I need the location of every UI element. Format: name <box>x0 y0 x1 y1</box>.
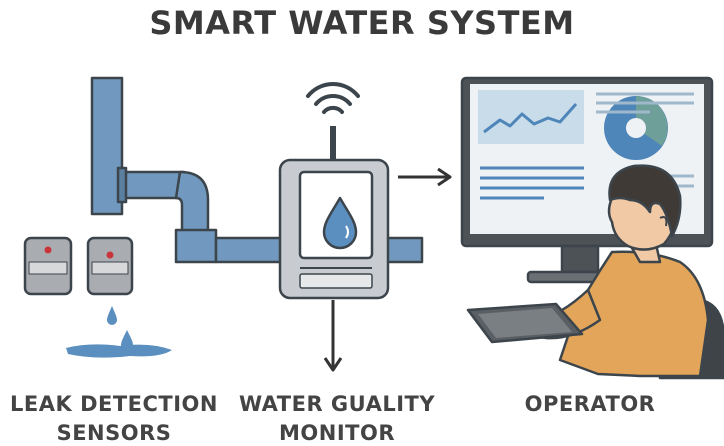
water-leak-drops <box>66 306 172 358</box>
water-pipe <box>90 76 424 264</box>
leak-sensor <box>23 236 73 296</box>
computer-monitor <box>460 76 714 284</box>
leak-sensor <box>86 236 134 296</box>
label-line: LEAK DETECTION <box>10 392 218 416</box>
label-line: SENSORS <box>56 421 172 445</box>
line-chart-widget <box>478 90 584 144</box>
water-quality-monitor-label: WATER GUALITY MONITOR <box>228 390 446 446</box>
page-title: SMART WATER SYSTEM <box>149 4 575 42</box>
arrow-down-icon <box>323 300 343 372</box>
operator-label: OPERATOR <box>524 392 656 416</box>
wifi-icon <box>306 82 360 114</box>
label-line: MONITOR <box>279 421 395 445</box>
water-quality-monitor-device <box>278 126 390 300</box>
tablet-keyboard <box>466 302 584 344</box>
arrow-right-icon <box>398 167 452 187</box>
leak-detection-sensors-label: LEAK DETECTION SENSORS <box>0 390 228 446</box>
label-line: WATER GUALITY <box>238 392 436 416</box>
